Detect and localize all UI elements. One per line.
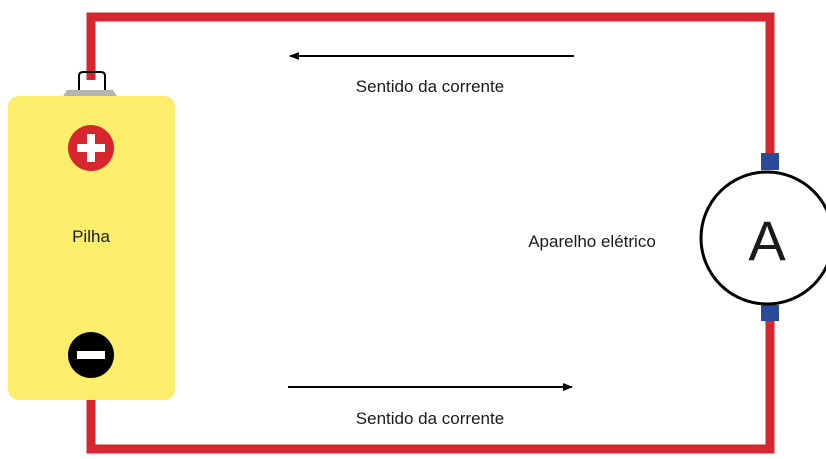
- battery-terminal-wire: [78, 71, 106, 92]
- device-symbol: A: [748, 209, 786, 272]
- battery: Pilha: [8, 71, 175, 400]
- device-circle: [699, 170, 826, 306]
- current-label-bottom: Sentido da corrente: [356, 409, 504, 428]
- minus-circle-icon: [68, 332, 114, 378]
- circuit-wire: [86, 12, 775, 454]
- device-label: Aparelho elétrico: [528, 232, 656, 251]
- electrical-device: A: [699, 153, 826, 321]
- connector-bottom: [761, 305, 779, 321]
- battery-body: [8, 96, 175, 400]
- plus-circle-icon: [68, 125, 114, 171]
- connector-top: [761, 153, 779, 170]
- battery-label: Pilha: [72, 227, 110, 246]
- current-label-top: Sentido da corrente: [356, 77, 504, 96]
